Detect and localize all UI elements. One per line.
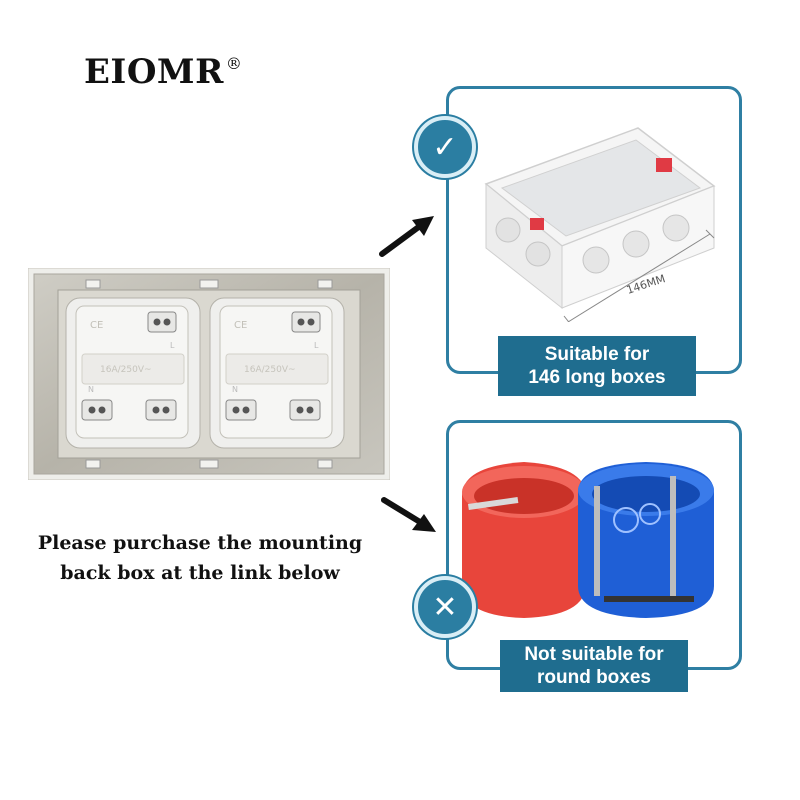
terminal-l-right: L (314, 341, 319, 350)
rating-left: 16A/250V~ (100, 365, 152, 375)
instruction-line-2: back box at the link below (60, 562, 340, 584)
cross-icon: ✕ (414, 576, 476, 638)
brand-name: EIOMR (84, 52, 224, 92)
double-socket-image: CE L 16A/250V~ N CE L 16A/250V~ N (28, 268, 390, 480)
unsuitable-label-line-2: round boxes (536, 667, 651, 688)
arrow-up-right-icon (379, 216, 434, 257)
suitable-label: Suitable for 146 long boxes (498, 336, 696, 396)
unsuitable-label-line-1: Not suitable for (524, 644, 664, 665)
terminal-n-right: N (232, 385, 238, 394)
arrow-down-right-icon (381, 497, 436, 532)
check-icon: ✓ (414, 116, 476, 178)
brand-logo: EIOMR® (84, 52, 242, 92)
instruction-line-1: Please purchase the mounting (37, 532, 363, 554)
purchase-instruction: Please purchase the mounting back box at… (20, 528, 380, 588)
unsuitable-label: Not suitable for round boxes (500, 640, 688, 692)
suitable-label-line-1: Suitable for (544, 344, 650, 365)
suitable-label-line-2: 146 long boxes (528, 367, 666, 388)
terminal-l-left: L (170, 341, 175, 350)
rating-right: 16A/250V~ (244, 365, 296, 375)
round-back-box-image (462, 462, 714, 618)
ce-mark-left: CE (90, 320, 103, 331)
socket-module-left: CE L 16A/250V~ N (65, 297, 201, 449)
registered-mark: ® (225, 54, 243, 73)
socket-module-right: CE L 16A/250V~ N (209, 297, 345, 449)
rectangular-back-box-image: 146MM (484, 127, 716, 322)
terminal-n-left: N (88, 385, 94, 394)
ce-mark-right: CE (234, 320, 247, 331)
